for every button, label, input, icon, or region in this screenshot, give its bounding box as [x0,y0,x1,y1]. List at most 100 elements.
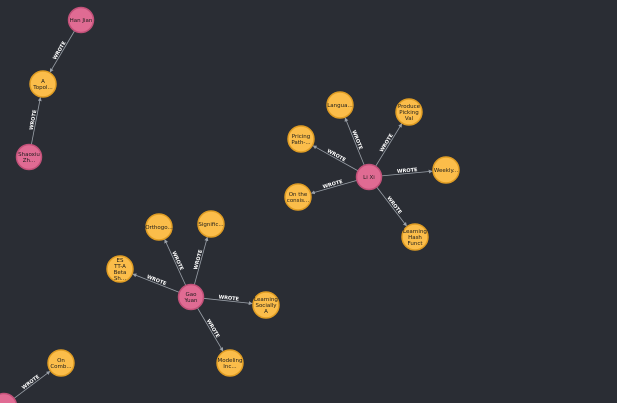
node-circle[interactable] [216,349,244,377]
relationship-label: WROTE [193,249,204,271]
relationship-edge[interactable] [30,97,42,145]
paper-node-weekly[interactable]: Weekly... [432,156,460,184]
paper-node-modeling[interactable]: ModelingInc... [216,349,244,377]
relationship-label: WROTE [379,132,395,153]
node-circle[interactable] [67,6,95,34]
node-label: Pricing [292,134,311,140]
node-circle[interactable] [252,291,280,319]
node-label: Learning [254,297,278,303]
relationship-edge[interactable] [49,30,75,73]
paper-node-langu[interactable]: Langua... [326,91,354,119]
node-circle[interactable] [395,98,423,126]
paper-node-orthogo[interactable]: Orthogo... [145,213,173,241]
person-node-shaoxiu[interactable]: ShaoxiuZh... [15,143,43,171]
paper-node-signific[interactable]: Signific... [197,210,225,238]
node-circle[interactable] [29,70,57,98]
relationship-edge[interactable] [13,371,51,399]
relationship-label: WROTE [21,374,41,391]
node-label: Funct [407,241,423,247]
paper-node-estaa[interactable]: ESTT-ABetaSh... [106,255,134,283]
node-circle[interactable] [326,91,354,119]
relationship-label: WROTE [205,318,221,339]
relationship-edge[interactable] [310,180,358,195]
relationship-edge[interactable] [344,117,365,166]
node-label: A [41,79,45,85]
relationship-edge[interactable] [312,145,359,172]
node-label: Weekly... [434,168,459,174]
node-label: consis... [287,198,310,204]
node-label: On the [289,192,308,198]
node-label: Shaoxiu [18,152,40,158]
person-node-han-jian[interactable]: Han Jian [67,6,95,34]
relationship-edge[interactable] [164,239,187,286]
node-label: Orthogo... [145,225,173,231]
node-label: Zh... [23,158,36,164]
node-label: On [57,358,65,364]
relationship-edge[interactable] [381,169,433,177]
paper-node-comb[interactable]: OnComb... [47,349,75,377]
relationship-label: WROTE [397,167,418,175]
node-label: Picking [399,110,418,116]
node-circle[interactable] [287,125,315,153]
node-label: Comb... [50,364,72,370]
relationship-edge[interactable] [375,123,403,167]
relationship-label: WROTE [146,274,168,287]
node-circle[interactable] [432,156,460,184]
node-label: Learning [403,229,427,235]
node-circle[interactable] [15,143,43,171]
node-label: Beta [114,270,127,276]
paper-node-consis[interactable]: On theconsis... [284,183,312,211]
node-circle[interactable] [145,213,173,241]
node-label: Langua... [327,103,353,109]
relationship-label: WROTE [52,40,68,61]
relationship-edge[interactable] [203,297,253,306]
relationship-label: WROTE [218,294,240,302]
paper-node-pricing[interactable]: PricingPath-... [287,125,315,153]
node-circle[interactable] [284,183,312,211]
node-label: TT-A [113,264,126,270]
node-label: Socially [255,303,277,309]
node-circle[interactable] [177,283,205,311]
node-label: ES [117,258,124,264]
relationship-label: WROTE [326,148,347,163]
node-label: Path-... [291,140,311,146]
node-circle[interactable] [197,210,225,238]
node-label: Han Jian [70,18,93,24]
node-label: Hash [408,235,422,241]
node-label: Sh... [114,276,126,282]
person-node-bottom-person[interactable] [0,392,17,403]
node-circle[interactable] [401,223,429,251]
relationship-label: WROTE [385,196,403,216]
relationship-label: WROTE [322,179,344,190]
relationship-label: WROTE [170,250,184,272]
node-label: Modeling [217,358,242,364]
person-node-li-xi[interactable]: Li Xi [355,163,383,191]
node-label: Yuan [183,298,198,304]
node-label: Li Xi [363,175,375,181]
relationship-edge[interactable] [376,186,407,227]
relationship-edge[interactable] [197,307,224,352]
node-label: Gao [186,292,198,298]
node-label: A [264,309,268,315]
node-circle[interactable] [0,392,17,403]
node-label: Signific... [198,222,224,228]
node-label: Val [405,116,414,122]
node-label: Topol... [32,85,53,91]
node-label: Inc... [223,364,237,370]
paper-node-topic1[interactable]: ATopol... [29,70,57,98]
relationship-edge[interactable] [193,236,209,286]
node-circle[interactable] [47,349,75,377]
relationship-label: WROTE [29,109,39,131]
relationship-edge[interactable] [132,273,180,293]
node-label: Produce [398,104,421,110]
node-circle[interactable] [355,163,383,191]
node-circle[interactable] [106,255,134,283]
relationship-label: WROTE [350,129,363,151]
